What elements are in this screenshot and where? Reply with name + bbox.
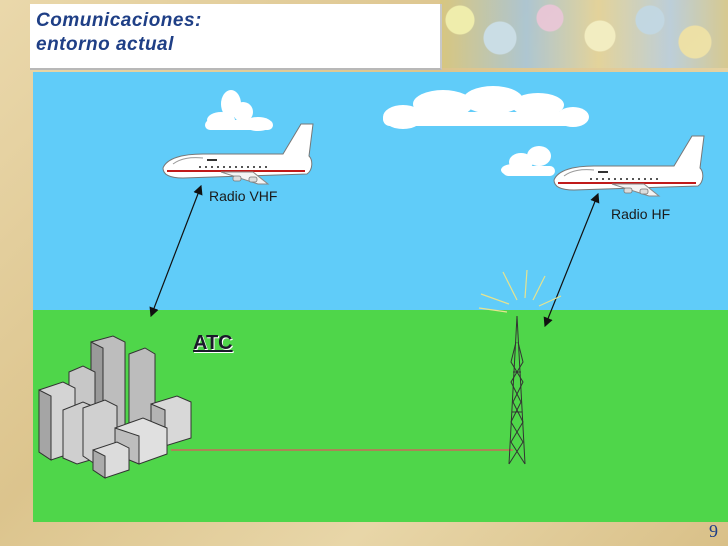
- communications-scene: Radio VHF Radio HF ATC: [33, 72, 728, 522]
- title-line-2: entorno actual: [36, 34, 174, 55]
- vhf-link-arrow: [149, 184, 203, 318]
- hf-link-arrow: [543, 192, 600, 328]
- radio-tower-icon: [478, 269, 562, 465]
- cloud-icon: [501, 146, 555, 176]
- page-number: 9: [709, 521, 718, 541]
- label-radio-vhf: Radio VHF: [209, 188, 278, 204]
- buildings-icon: [38, 335, 192, 479]
- airplane-icon: [162, 123, 314, 185]
- cloud-icon: [383, 86, 589, 129]
- cloud-icon: [205, 90, 273, 131]
- label-radio-hf: Radio HF: [611, 206, 671, 222]
- sky: [33, 72, 728, 310]
- title-line-1: Comunicaciones:: [36, 10, 202, 31]
- scene-drawing: [38, 86, 705, 479]
- slide-title: Comunicaciones: entorno actual: [36, 9, 202, 57]
- label-atc: ATC: [193, 332, 233, 354]
- decorative-banner: [440, 0, 728, 68]
- title-box: Comunicaciones: entorno actual: [30, 4, 442, 70]
- airplane-icon: [553, 135, 705, 197]
